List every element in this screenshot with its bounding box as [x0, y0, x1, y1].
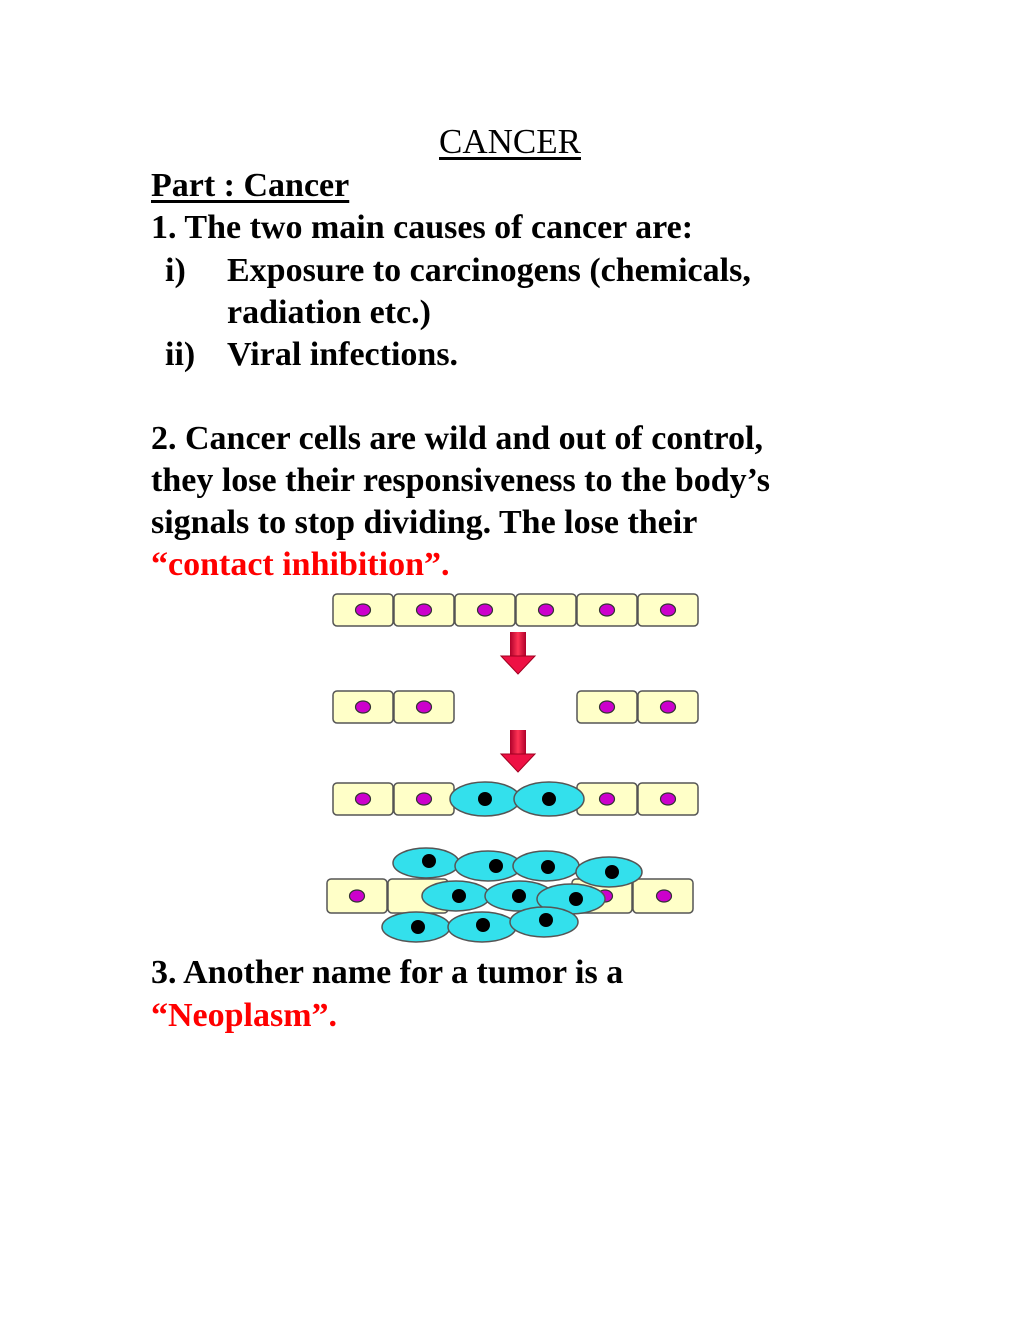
row-normal-tissue: [332, 593, 699, 627]
normal-cell: [393, 782, 455, 816]
cancer-cell: [447, 911, 517, 943]
normal-cell: [576, 593, 638, 627]
row-wounded-tissue: [332, 690, 699, 724]
cancer-cell: [454, 850, 522, 882]
item2-line3: signals to stop dividing. The lose their: [151, 504, 698, 541]
normal-cell: [326, 878, 388, 914]
item1-sub1-marker: i): [165, 252, 186, 289]
normal-cell: [637, 782, 699, 816]
normal-cell: [515, 593, 577, 627]
cancer-cell: [575, 856, 643, 888]
normal-cell: [332, 782, 394, 816]
normal-cell: [454, 593, 516, 627]
cancer-cell: [381, 911, 451, 943]
cancer-cell: [484, 880, 554, 912]
normal-cell: [571, 878, 633, 914]
item1-sub1-line2: radiation etc.): [227, 294, 431, 331]
part-heading: Part : Cancer: [151, 167, 350, 204]
cancer-cell: [421, 880, 491, 912]
item2-highlight: “contact inhibition”.: [151, 546, 450, 583]
down-arrow-icon: [499, 730, 537, 773]
down-arrow-icon: [499, 632, 537, 675]
item1-sub2-line1: Viral infections.: [227, 336, 459, 373]
dividing-cell: [449, 781, 521, 817]
normal-cell: [576, 690, 638, 724]
normal-cell: [332, 593, 394, 627]
normal-cell: [632, 878, 694, 914]
row-repair-tissue: [332, 781, 699, 817]
item3-line1: 3. Another name for a tumor is a: [151, 954, 624, 991]
normal-cell: [387, 878, 449, 914]
item2-line1: 2. Cancer cells are wild and out of cont…: [151, 420, 763, 457]
normal-cell: [576, 782, 638, 816]
normal-cell: [637, 690, 699, 724]
cancer-cell: [512, 850, 580, 882]
item1-sub2-marker: ii): [165, 336, 196, 373]
item1-sub1-line1: Exposure to carcinogens (chemicals,: [227, 252, 751, 289]
item3-highlight: “Neoplasm”.: [151, 997, 338, 1034]
normal-cell: [393, 690, 455, 724]
row-tumor: [326, 847, 694, 943]
cancer-cell: [509, 906, 579, 938]
item1-heading: 1. The two main causes of cancer are:: [151, 209, 694, 246]
normal-cell: [332, 690, 394, 724]
cancer-cell: [392, 847, 460, 879]
page-title: CANCER: [439, 122, 581, 161]
normal-cell: [393, 593, 455, 627]
item2-line2: they lose their responsiveness to the bo…: [151, 462, 770, 499]
cancer-cell: [536, 883, 606, 915]
dividing-cell: [513, 781, 585, 817]
normal-cell: [637, 593, 699, 627]
